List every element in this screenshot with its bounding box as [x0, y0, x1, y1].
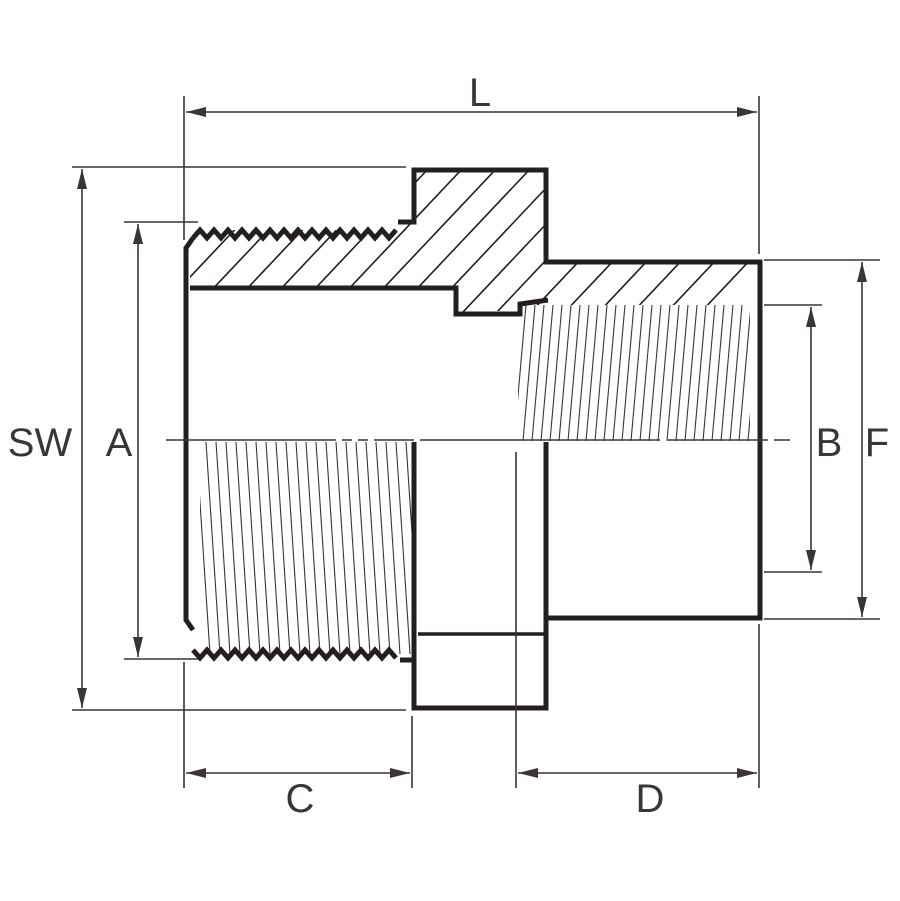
- hatch-line: [888, 150, 900, 330]
- thread-line: [325, 442, 341, 654]
- thread-line: [345, 442, 361, 654]
- thread-line: [567, 305, 581, 441]
- hatch-line: [411, 170, 583, 313]
- thread-line: [522, 305, 536, 441]
- thread-line: [395, 442, 411, 654]
- hatch-line: [751, 170, 758, 313]
- hatch-line: [786, 150, 900, 330]
- male-thread-lines: [200, 442, 430, 654]
- hatch-line: [0, 150, 38, 330]
- thread-line: [355, 442, 371, 654]
- hatch-line: [581, 170, 753, 313]
- thread-line: [720, 305, 734, 441]
- dimension-labels: L SW A B F C D: [8, 71, 889, 821]
- thread-line: [576, 305, 590, 441]
- label-C: C: [286, 777, 315, 821]
- thread-line: [549, 305, 563, 441]
- thread-line: [200, 494, 211, 654]
- thread-line: [375, 442, 391, 654]
- thread-line: [385, 442, 401, 654]
- thread-line: [702, 305, 716, 441]
- hatch-line: [547, 170, 719, 313]
- dimension-lines: [77, 107, 867, 778]
- section-hatching: [0, 150, 900, 330]
- hatch-line: [820, 150, 900, 330]
- hatch-line: [190, 170, 311, 313]
- hatch-line: [854, 150, 900, 330]
- thread-line: [518, 305, 527, 402]
- thread-line: [693, 305, 707, 441]
- thread-line: [540, 305, 554, 441]
- hatch-line: [479, 170, 651, 313]
- thread-line: [639, 305, 653, 441]
- thread-line: [558, 305, 572, 441]
- thread-line: [335, 442, 351, 654]
- thread-line: [585, 305, 599, 441]
- thread-line: [245, 442, 261, 654]
- hatch-line: [0, 150, 72, 330]
- thread-line: [225, 442, 241, 654]
- hatch-line: [649, 170, 758, 313]
- thread-line: [729, 305, 743, 441]
- label-D: D: [636, 777, 665, 821]
- thread-line: [594, 305, 608, 441]
- thread-line: [711, 305, 725, 441]
- thread-line: [405, 442, 412, 542]
- label-B: B: [816, 421, 843, 465]
- thread-line: [603, 305, 617, 441]
- thread-line: [531, 305, 545, 441]
- hatch-line: [4, 150, 174, 330]
- label-SW: SW: [8, 421, 73, 465]
- thread-line: [285, 442, 301, 654]
- thread-line: [315, 442, 331, 654]
- hatch-line: [190, 170, 243, 313]
- label-F: F: [865, 421, 889, 465]
- hatch-line: [343, 170, 515, 313]
- label-L: L: [469, 71, 491, 115]
- thread-line: [612, 305, 626, 441]
- thread-line: [675, 305, 689, 441]
- hatch-line: [190, 170, 209, 313]
- thread-line: [275, 442, 291, 654]
- thread-line: [295, 442, 311, 654]
- thread-line: [305, 442, 321, 654]
- thread-line: [365, 442, 381, 654]
- body-outline: [183, 167, 763, 711]
- hatch-line: [241, 170, 413, 313]
- thread-line: [648, 305, 662, 441]
- thread-line: [666, 305, 680, 441]
- thread-line: [657, 305, 671, 441]
- thread-line: [684, 305, 698, 441]
- thread-line: [416, 442, 430, 654]
- hatch-line: [0, 150, 106, 330]
- hatch-line: [0, 150, 4, 330]
- hatch-line: [683, 170, 758, 313]
- thread-line: [265, 442, 281, 654]
- thread-line: [621, 305, 635, 441]
- thread-line: [255, 442, 271, 654]
- female-thread-lines: [518, 305, 750, 441]
- thread-line: [738, 310, 750, 441]
- thread-line: [215, 442, 231, 654]
- thread-line: [205, 442, 221, 654]
- thread-line: [235, 442, 251, 654]
- thread-line: [630, 305, 644, 441]
- extension-lines: [72, 96, 880, 788]
- label-A: A: [106, 421, 133, 465]
- hatch-line: [0, 150, 140, 330]
